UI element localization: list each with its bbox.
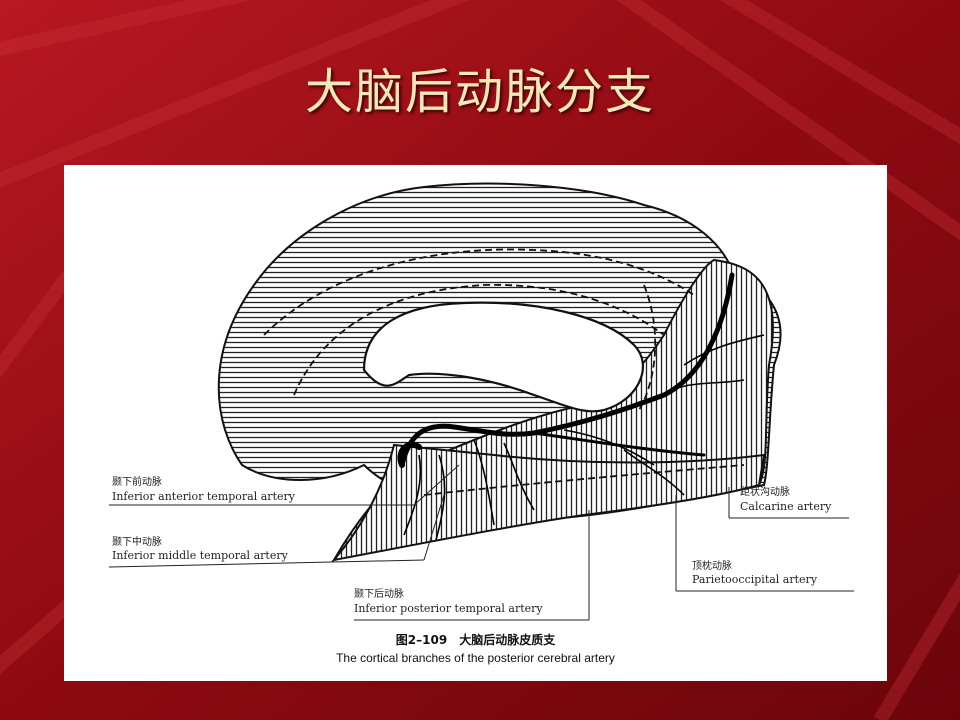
- label-parieto-zh: 顶枕动脉: [692, 561, 732, 572]
- figure-caption-zh: 图2–109 大脑后动脉皮质支: [395, 633, 556, 647]
- label-inf-ant-en: Inferior anterior temporal artery: [112, 490, 295, 503]
- slide-title: 大脑后动脉分支: [304, 64, 655, 120]
- label-inf-mid-en: Inferior middle temporal artery: [112, 549, 288, 562]
- label-inf-ant-zh: 颞下前动脉: [112, 477, 162, 488]
- label-calcarine-en: Calcarine artery: [740, 500, 832, 513]
- label-inf-post-en: Inferior posterior temporal artery: [354, 602, 543, 615]
- figure-panel: 颞下前动脉 Inferior anterior temporal artery …: [64, 165, 887, 681]
- label-inf-mid-zh: 颞下中动脉: [112, 537, 162, 548]
- corpus-callosum: [362, 301, 644, 413]
- label-inf-post-zh: 颞下后动脉: [354, 589, 404, 600]
- figure-caption-en: The cortical branches of the posterior c…: [336, 651, 615, 665]
- label-calcarine-zh: 距状沟动脉: [740, 487, 790, 498]
- label-parieto-en: Parietooccipital artery: [692, 573, 818, 586]
- brain-diagram: [108, 182, 854, 621]
